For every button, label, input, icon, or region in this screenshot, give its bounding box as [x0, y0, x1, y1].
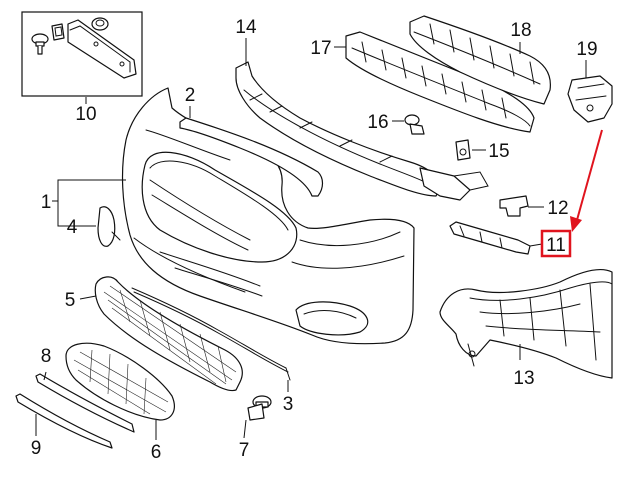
label-part-13[interactable]: 13: [513, 368, 534, 389]
leader-7: [243, 419, 247, 439]
part-2-trim-strip: [179, 117, 324, 197]
part-11-guide-bracket: [449, 221, 531, 255]
label-part-16[interactable]: 16: [367, 112, 388, 133]
label-part-9[interactable]: 9: [31, 438, 42, 459]
leader-11: [529, 243, 543, 247]
part-10-inset: [21, 11, 143, 97]
part-17-impact-absorber: [345, 31, 535, 133]
leader-lines: [35, 38, 587, 440]
label-part-19[interactable]: 19: [576, 39, 597, 60]
part-16-bolt: [404, 114, 425, 135]
part-14-upper-support: [235, 61, 489, 201]
part-7-bolt: [247, 395, 272, 421]
part-4-side-insert: [97, 206, 121, 247]
inset-clip-icon: [51, 23, 65, 41]
label-part-6[interactable]: 6: [151, 442, 162, 463]
part-19-side-bracket: [567, 75, 613, 123]
label-part-1[interactable]: 1: [41, 192, 52, 213]
part-18-absorber-upper: [409, 15, 551, 105]
inset-screw-icon: [31, 33, 49, 55]
callout-box-part-11: [540, 229, 572, 258]
inset-bracket-icon: [67, 19, 137, 79]
label-part-11[interactable]: 11: [546, 235, 566, 256]
leader-5: [79, 295, 97, 300]
leader-8: [43, 371, 47, 381]
label-part-14[interactable]: 14: [235, 17, 257, 38]
label-part-3[interactable]: 3: [283, 394, 294, 415]
part-labels: 10 2 1 4 5 8 9 6 7 3 14 17 18 19 16 15 1…: [31, 17, 598, 463]
part-8-chrome-strip: [35, 373, 135, 433]
highlight-callout: [540, 129, 603, 258]
label-part-10[interactable]: 10: [75, 104, 96, 125]
label-part-7[interactable]: 7: [239, 440, 250, 461]
callout-arrowhead-icon: [570, 216, 582, 232]
part-5-lower-grille: [94, 276, 243, 392]
part-12-bracket: [499, 195, 529, 217]
label-part-2[interactable]: 2: [185, 85, 196, 106]
label-part-12[interactable]: 12: [547, 198, 568, 219]
part-9-lower-strip: [15, 393, 113, 449]
part-13-side-support: [439, 269, 613, 379]
label-part-5[interactable]: 5: [65, 290, 76, 311]
part-6-air-grille: [65, 342, 175, 421]
callout-arrow-line: [576, 129, 603, 221]
label-part-4[interactable]: 4: [67, 217, 78, 238]
inset-nut-icon: [91, 17, 109, 31]
label-part-18[interactable]: 18: [510, 20, 531, 41]
part-1-bumper-cover: [121, 87, 415, 345]
part-15-clip: [455, 139, 471, 161]
label-part-15[interactable]: 15: [488, 141, 509, 162]
label-part-17[interactable]: 17: [310, 38, 331, 59]
label-part-8[interactable]: 8: [41, 346, 52, 367]
part-3-lower-trim: [131, 287, 291, 381]
leader-1: [52, 179, 126, 227]
